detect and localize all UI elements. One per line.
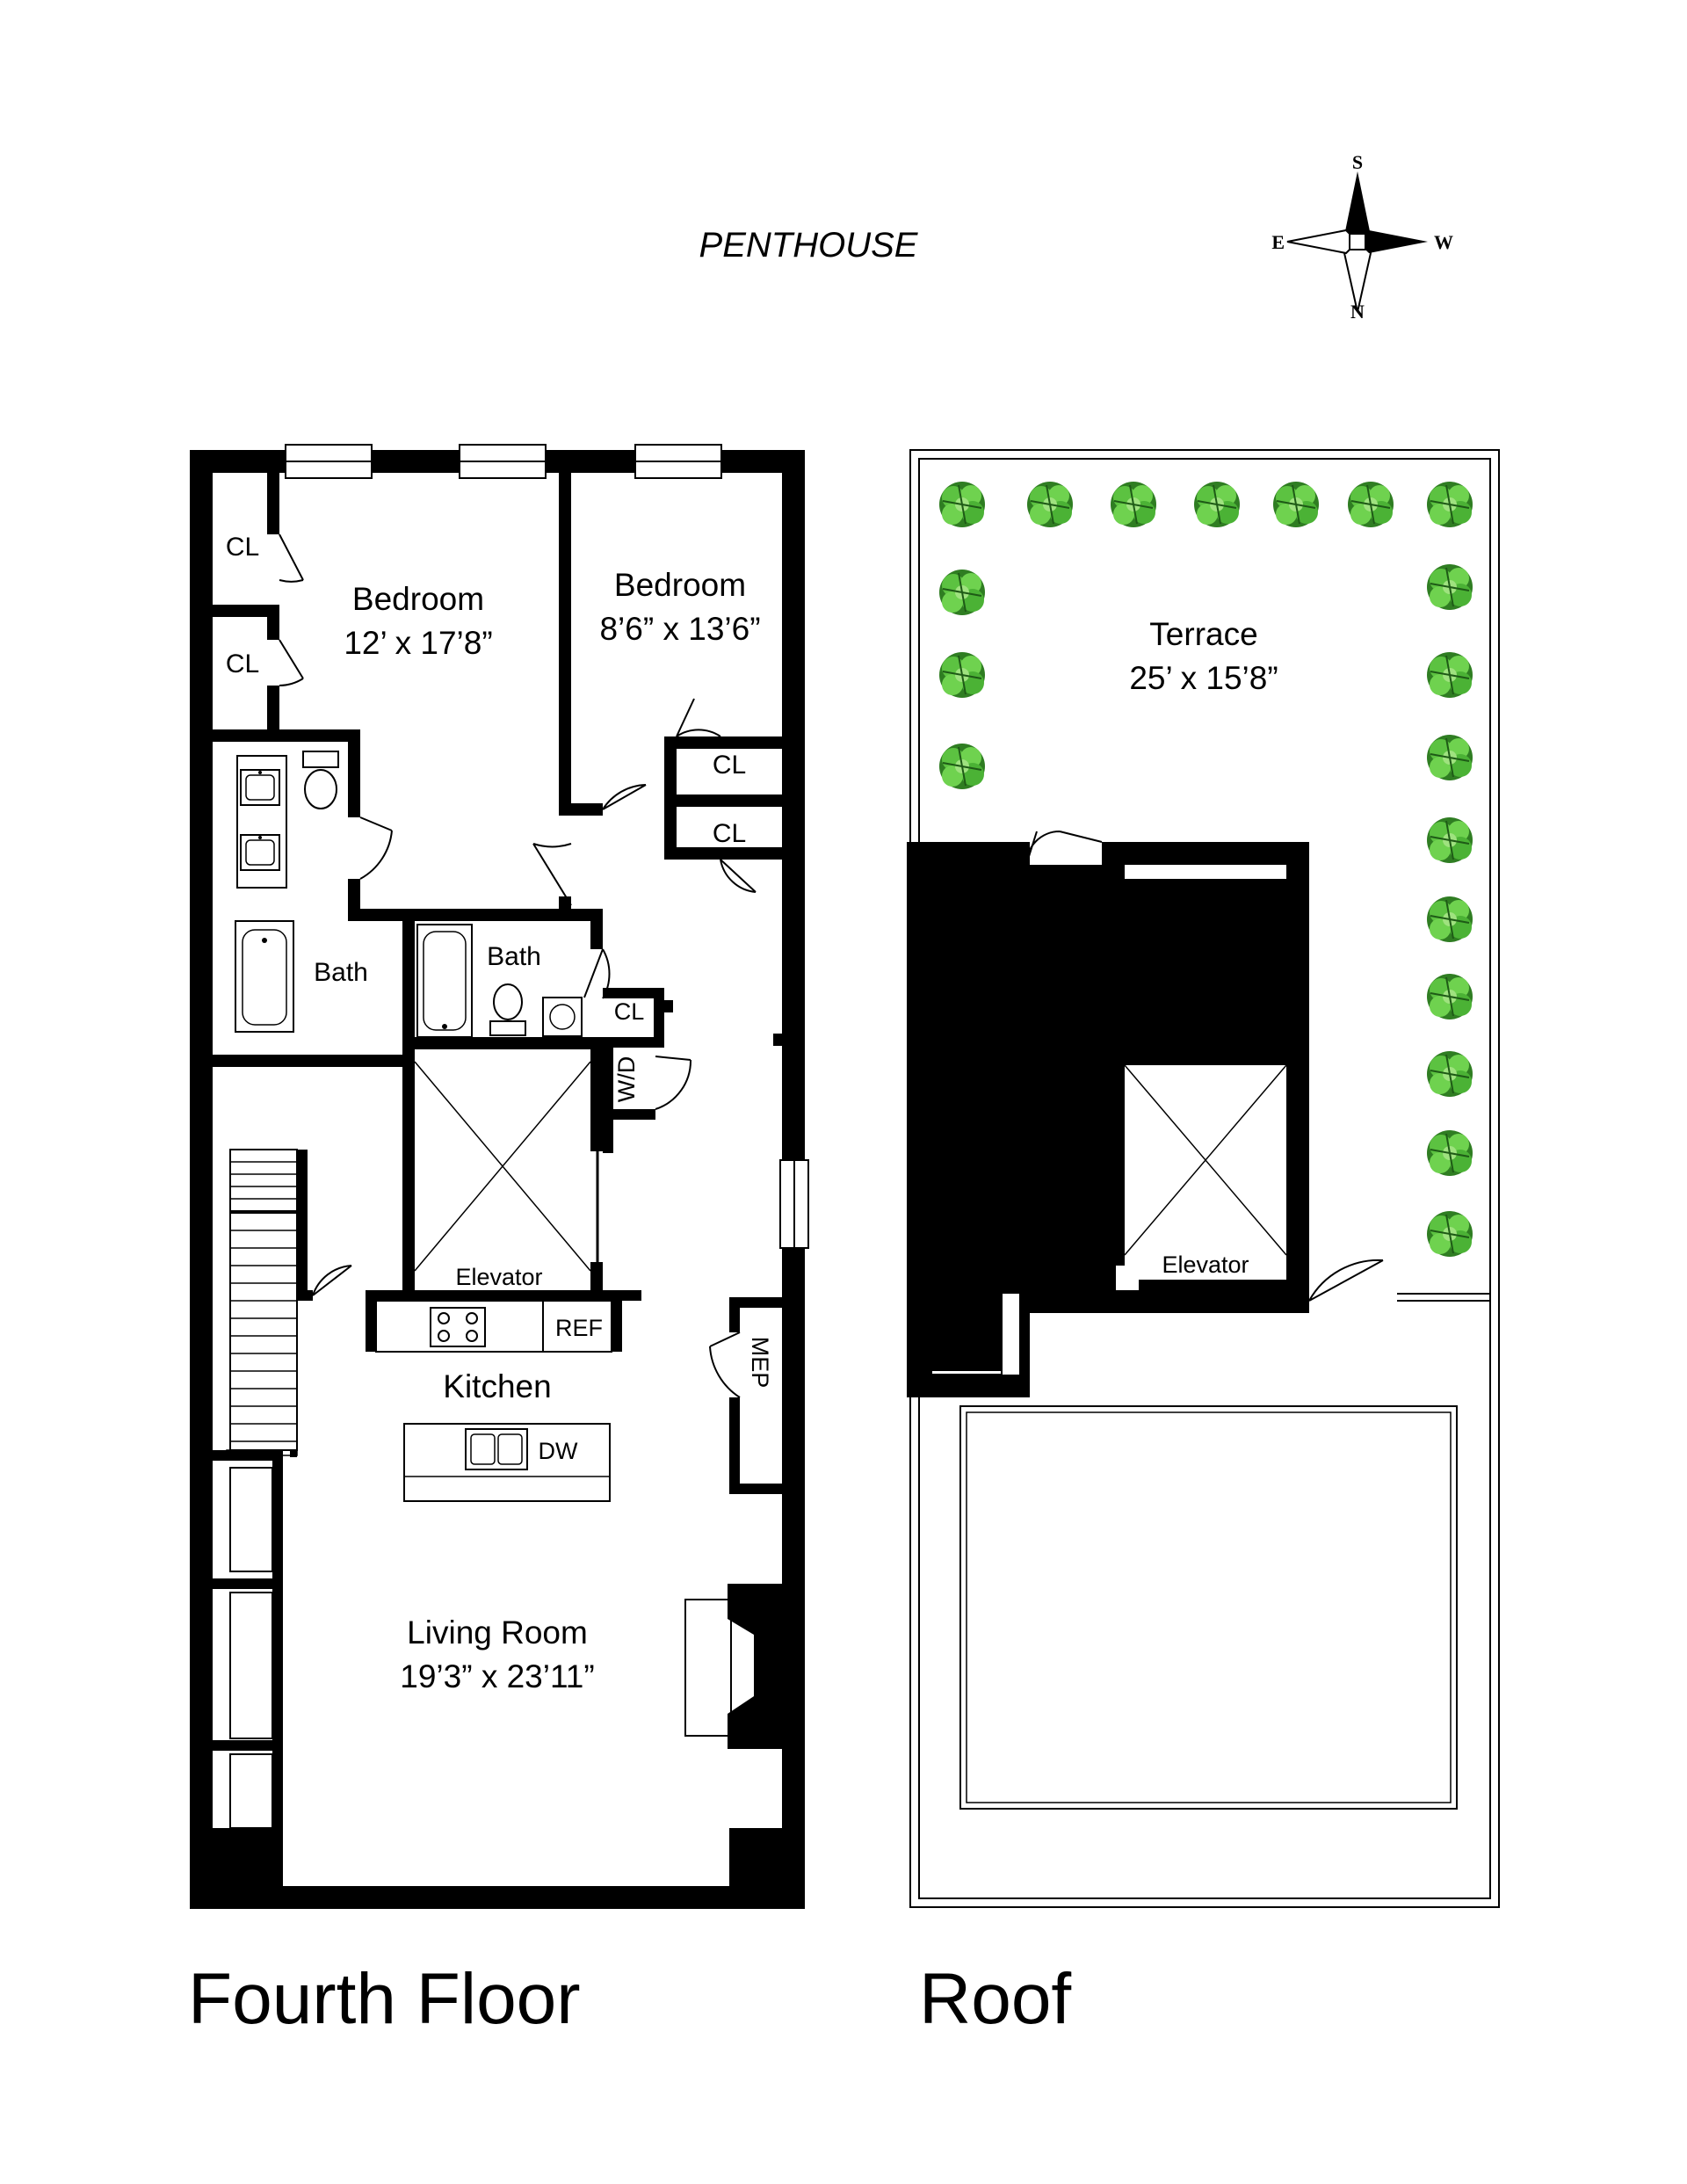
terrace-label: Terrace (1149, 616, 1257, 652)
toilet-icon (489, 983, 526, 1036)
plant-icon (1026, 481, 1074, 528)
closet-label: CL (226, 533, 259, 562)
elevator-shaft (414, 1061, 591, 1272)
sink-icon (542, 997, 583, 1037)
fourth-floor-plan: CL CL CL CL (190, 444, 809, 1909)
kitchen-island (403, 1423, 611, 1502)
refrigerator-label: REF (555, 1315, 603, 1341)
bath-label: Bath (487, 942, 541, 971)
plant-icon (1426, 734, 1473, 781)
bedroom-dims: 8’6” x 13’6” (599, 611, 760, 647)
mep-label: MEP (747, 1337, 773, 1389)
bath-label: Bath (314, 958, 368, 987)
plant-icon (1347, 481, 1394, 528)
plant-icon (1426, 481, 1473, 528)
bedroom-dims: 12’ x 17’8” (344, 625, 492, 661)
plant-icon (1426, 816, 1473, 864)
window (634, 444, 722, 479)
roof-plan: Elevator EMR Terrace 25’ x 15’8” (907, 449, 1500, 1908)
elevator-shaft (1117, 1064, 1287, 1280)
window (285, 444, 373, 479)
closet-label: CL (713, 819, 746, 848)
roof-title: Roof (919, 1959, 1071, 2039)
staircase (229, 1149, 298, 1451)
elevator-label: Elevator (1162, 1252, 1249, 1278)
elevator-label: Elevator (455, 1264, 542, 1290)
bedroom-label: Bedroom (614, 567, 746, 603)
closet-label: CL (614, 998, 645, 1025)
fireplace (684, 1584, 782, 1749)
dishwasher-label: DW (539, 1438, 578, 1464)
compass-west: W (1434, 231, 1453, 253)
plant-icon (938, 481, 986, 528)
kitchen-label: Kitchen (443, 1368, 551, 1404)
living-room-label: Living Room (407, 1614, 588, 1651)
page-title: PENTHOUSE (699, 226, 919, 265)
plant-icon (1426, 896, 1473, 943)
plant-icon (1426, 563, 1473, 611)
washer-dryer-label: W/D (613, 1056, 640, 1102)
plant-icon (938, 743, 986, 790)
plant-icon (1426, 1210, 1473, 1258)
sink-icon (240, 834, 280, 871)
fourth-floor-title: Fourth Floor (188, 1959, 581, 2039)
sink-icon (240, 769, 280, 806)
vanity (236, 755, 287, 889)
staircase (930, 964, 1003, 1375)
plant-icon (1426, 973, 1473, 1020)
bedroom-label: Bedroom (352, 581, 484, 617)
plant-icon (1426, 1129, 1473, 1177)
window (459, 444, 547, 479)
toilet-icon (302, 751, 339, 809)
plant-icon (1426, 651, 1473, 699)
bathtub-icon (235, 920, 294, 1033)
plant-icon (1193, 481, 1241, 528)
plant-icon (1110, 481, 1157, 528)
compass-south: S (1352, 151, 1363, 173)
stove-icon (430, 1307, 486, 1347)
plant-icon (938, 569, 986, 616)
compass-north: N (1350, 301, 1365, 323)
closet-label: CL (713, 751, 746, 780)
compass-icon: S N E W (1271, 151, 1453, 323)
emr-label: EMR (1175, 932, 1234, 961)
terrace-dims: 25’ x 15’8” (1129, 660, 1278, 696)
living-room-dims: 19’3” x 23’11” (400, 1658, 594, 1694)
plant-icon (1426, 1050, 1473, 1098)
bathtub-icon (416, 924, 473, 1038)
plant-icon (938, 651, 986, 699)
compass-east: E (1271, 231, 1285, 253)
closet-label: CL (226, 649, 259, 678)
plant-icon (1272, 481, 1320, 528)
